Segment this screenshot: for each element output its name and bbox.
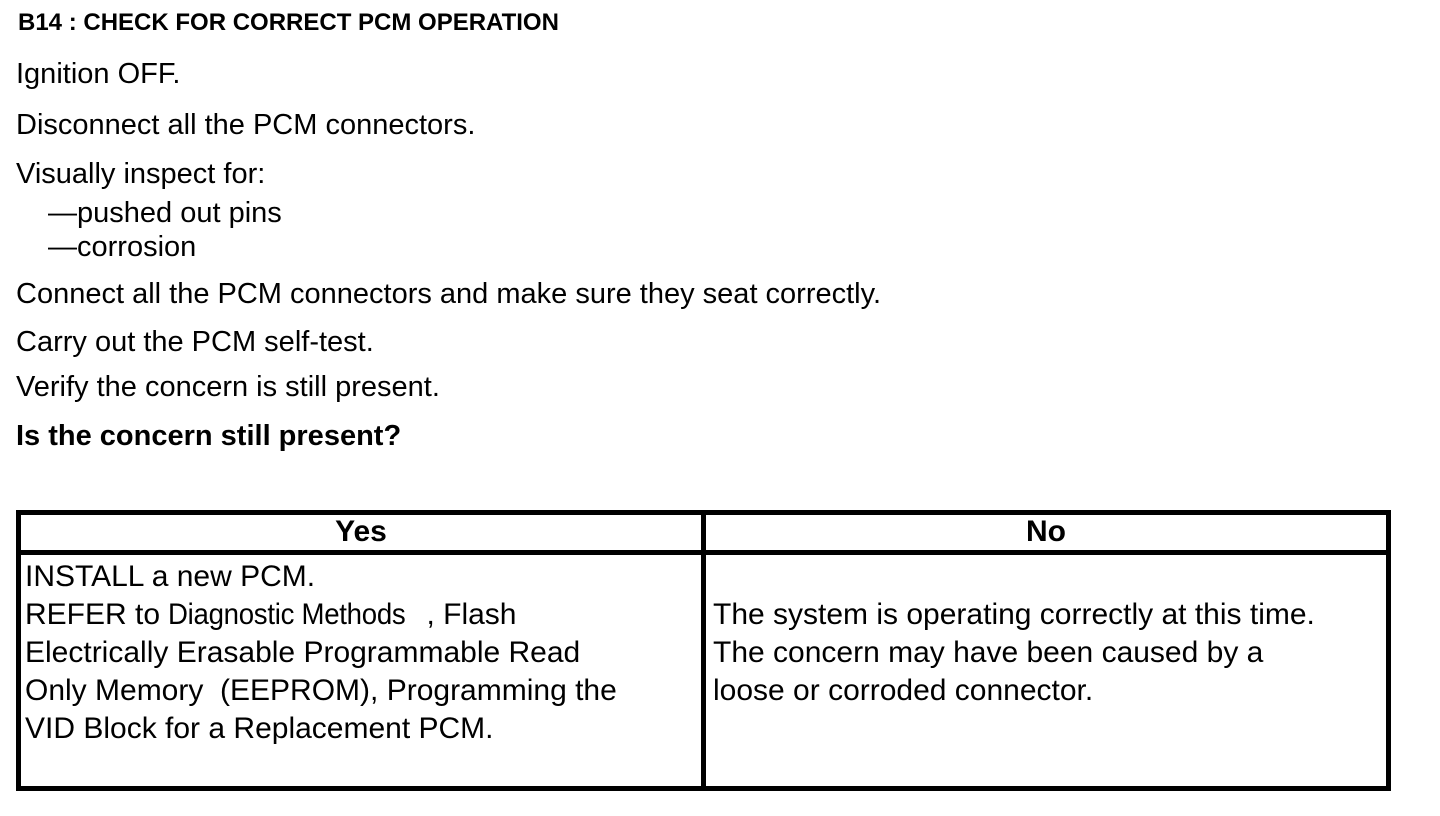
inspect-item-corrosion: —corrosion — [48, 231, 197, 263]
step-self-test: Carry out the PCM self-test. — [16, 326, 374, 358]
section-heading: B14 : CHECK FOR CORRECT PCM OPERATION — [18, 9, 559, 36]
no-action-cell: The system is operating correctly at thi… — [701, 550, 1391, 791]
inspect-list: —pushed out pins —corrosion — [0, 196, 1440, 264]
yes-column-header: Yes — [16, 510, 706, 555]
step-visually-inspect: Visually inspect for: — [16, 158, 266, 190]
no-line-loose-connector: loose or corroded connector. — [713, 674, 1094, 707]
no-line-operating-correctly: The system is operating correctly at thi… — [713, 598, 1315, 631]
decision-question: Is the concern still present? — [16, 420, 402, 452]
yes-line-refer: REFER to Diagnostic Methods , Flash — [25, 596, 699, 634]
yes-line-vid-block: VID Block for a Replacement PCM. — [25, 712, 494, 745]
yes-line-install: INSTALL a new PCM. — [25, 560, 316, 593]
step-connect-connectors: Connect all the PCM connectors and make … — [16, 278, 882, 310]
yes-line-eeprom-2: Only Memory (EEPROM), Programming the — [25, 674, 617, 707]
yes-line-eeprom-1: Electrically Erasable Programmable Read — [25, 636, 581, 669]
inspect-item-pushed-out-pins: —pushed out pins — [48, 197, 282, 229]
step-verify-concern: Verify the concern is still present. — [16, 371, 440, 403]
yes-action-cell: INSTALL a new PCM. REFER to Diagnostic M… — [16, 550, 706, 791]
decision-table: Yes No INSTALL a new PCM. REFER to Diagn… — [16, 510, 1391, 791]
decision-table-header: Yes No — [16, 510, 1391, 555]
no-column-header: No — [701, 510, 1391, 555]
referenced-procedure-name: Diagnostic Methods — [168, 598, 406, 631]
step-disconnect-connectors: Disconnect all the PCM connectors. — [16, 109, 476, 141]
refer-prefix: REFER to — [25, 598, 169, 631]
step-ignition-off: Ignition OFF. — [16, 58, 181, 90]
no-line-concern-caused: The concern may have been caused by a — [713, 636, 1264, 669]
refer-suffix: , Flash — [426, 598, 517, 631]
